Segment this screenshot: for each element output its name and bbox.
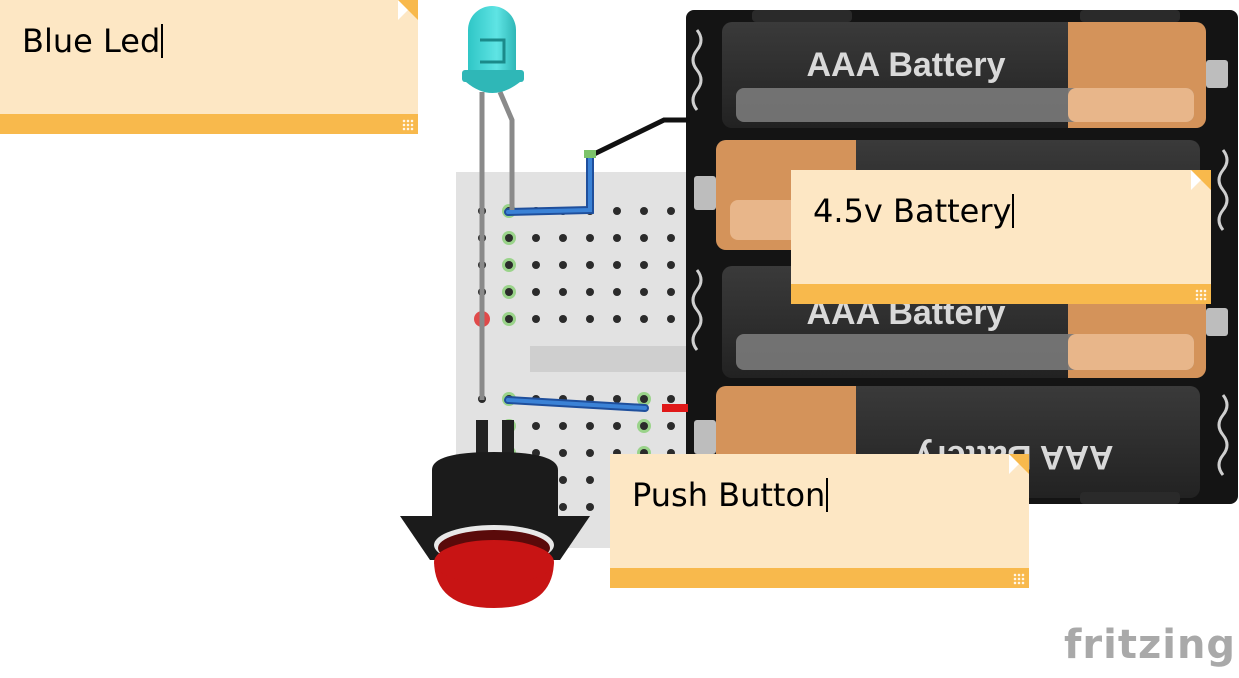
battery-label-1: AAA Battery [806, 46, 1005, 84]
battery-cell-1: AAA Battery [722, 22, 1228, 128]
breadboard-hole [640, 422, 648, 430]
resize-grip-icon[interactable] [1195, 289, 1207, 301]
text-caret [1012, 194, 1015, 228]
breadboard-hole [667, 207, 675, 215]
breadboard-hole [667, 395, 675, 403]
breadboard-hole [640, 288, 648, 296]
breadboard-hole [613, 422, 621, 430]
resize-grip-icon[interactable] [402, 119, 414, 131]
fritzing-logo: fritzing [1064, 622, 1237, 668]
breadboard-hole [613, 395, 621, 403]
breadboard-hole [613, 315, 621, 323]
breadboard-hole [505, 315, 513, 323]
note-battery[interactable]: 4.5v Battery [791, 170, 1211, 304]
breadboard-hole [667, 288, 675, 296]
breadboard-hole [559, 261, 567, 269]
breadboard-hole [667, 422, 675, 430]
breadboard-hole [559, 476, 567, 484]
breadboard-hole [613, 261, 621, 269]
breadboard-hole [559, 422, 567, 430]
breadboard-hole [613, 207, 621, 215]
breadboard-hole [559, 503, 567, 511]
battery-red-wire [662, 404, 688, 412]
breadboard-hole [613, 288, 621, 296]
breadboard-hole [667, 234, 675, 242]
breadboard-hole [586, 503, 594, 511]
breadboard-hole [586, 234, 594, 242]
breadboard-hole [532, 422, 540, 430]
breadboard-hole [586, 476, 594, 484]
breadboard-hole [505, 288, 513, 296]
note-blue-led[interactable]: Blue Led [0, 0, 418, 134]
resize-grip-icon[interactable] [1013, 573, 1025, 585]
note-text-battery: 4.5v Battery [813, 192, 1012, 230]
breadboard-hole [586, 422, 594, 430]
breadboard-hole [559, 288, 567, 296]
breadboard-hole [532, 288, 540, 296]
breadboard-hole [613, 234, 621, 242]
note-push-button[interactable]: Push Button [610, 454, 1029, 588]
breadboard-hole [586, 261, 594, 269]
note-text-led: Blue Led [22, 22, 161, 60]
breadboard-hole [667, 261, 675, 269]
breadboard-hole [640, 261, 648, 269]
breadboard-hole [640, 207, 648, 215]
push-button [400, 420, 590, 608]
breadboard-hole [532, 261, 540, 269]
breadboard-hole [586, 449, 594, 457]
breadboard-hole [505, 234, 513, 242]
breadboard-hole [640, 395, 648, 403]
breadboard-hole [559, 234, 567, 242]
breadboard-hole [667, 315, 675, 323]
text-caret [826, 478, 829, 512]
breadboard-hole [559, 449, 567, 457]
note-text-button: Push Button [632, 476, 826, 514]
breadboard-hole [559, 315, 567, 323]
breadboard-hole [532, 234, 540, 242]
blue-led [462, 6, 524, 400]
breadboard-hole [640, 315, 648, 323]
battery-black-wire [588, 117, 690, 159]
breadboard-hole [505, 261, 513, 269]
breadboard-hole [640, 234, 648, 242]
breadboard-hole [586, 315, 594, 323]
breadboard-hole [532, 315, 540, 323]
text-caret [161, 24, 164, 58]
breadboard-hole [586, 288, 594, 296]
